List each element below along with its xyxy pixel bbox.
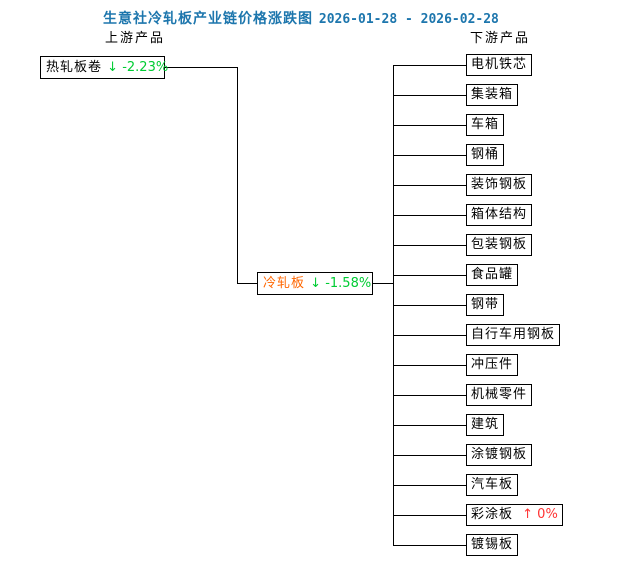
- connector-downstream-line: [393, 335, 466, 336]
- node-downstream-product[interactable]: 包装钢板: [466, 234, 533, 256]
- node-downstream-product[interactable]: 装饰钢板: [466, 174, 533, 196]
- node-label: 镀锡板: [471, 537, 514, 552]
- node-label: 箱体结构: [471, 207, 528, 222]
- connector-downstream-line: [393, 485, 466, 486]
- node-label: 机械零件: [471, 387, 528, 402]
- node-label: 自行车用钢板: [471, 327, 556, 342]
- downstream-column-label: 下游产品: [470, 31, 531, 46]
- connector-downstream-line: [393, 305, 466, 306]
- connector-upstream-drop-line: [237, 67, 238, 283]
- node-downstream-product[interactable]: 集装箱: [466, 84, 519, 106]
- node-downstream-product[interactable]: 电机铁芯: [466, 54, 533, 76]
- connector-downstream-line: [393, 65, 466, 66]
- connector-downstream-line: [393, 215, 466, 216]
- connector-center-left-line: [237, 283, 257, 284]
- connector-downstream-line: [393, 545, 466, 546]
- node-upstream-product[interactable]: 热轧板卷 ↓ -2.23%: [40, 56, 169, 79]
- node-downstream-product[interactable]: 建筑: [466, 414, 505, 436]
- connector-downstream-line: [393, 365, 466, 366]
- connector-downstream-line: [393, 95, 466, 96]
- connector-center-right-line: [373, 283, 393, 284]
- connector-downstream-line: [393, 275, 466, 276]
- connector-downstream-line: [393, 395, 466, 396]
- node-label: 电机铁芯: [471, 57, 528, 72]
- node-downstream-product[interactable]: 镀锡板: [466, 534, 519, 556]
- connector-downstream-line: [393, 455, 466, 456]
- connector-upstream-line: [165, 67, 237, 68]
- node-downstream-product[interactable]: 自行车用钢板: [466, 324, 561, 346]
- node-label: 车箱: [471, 117, 500, 132]
- node-center-product[interactable]: 冷轧板 ↓ -1.58%: [257, 272, 373, 295]
- node-label: 冲压件: [471, 357, 514, 372]
- node-downstream-product[interactable]: 车箱: [466, 114, 505, 136]
- connector-downstream-line: [393, 245, 466, 246]
- connector-downstream-line: [393, 155, 466, 156]
- node-label: 装饰钢板: [471, 177, 528, 192]
- node-downstream-product[interactable]: 彩涂板 ↑ 0%: [466, 504, 563, 526]
- price-change-up: ↑ 0%: [522, 507, 558, 522]
- node-label: 热轧板卷: [46, 60, 103, 75]
- chart-title-text: 生意社冷轧板产业链价格涨跌图: [103, 11, 313, 27]
- price-change-down: ↓ -2.23%: [107, 60, 169, 75]
- node-downstream-product[interactable]: 箱体结构: [466, 204, 533, 226]
- node-label: 包装钢板: [471, 237, 528, 252]
- node-downstream-product[interactable]: 汽车板: [466, 474, 519, 496]
- node-downstream-product[interactable]: 食品罐: [466, 264, 519, 286]
- node-label: 钢桶: [471, 147, 500, 162]
- connector-downstream-line: [393, 515, 466, 516]
- node-downstream-product[interactable]: 涂镀钢板: [466, 444, 533, 466]
- node-label: 彩涂板: [471, 507, 514, 522]
- node-label: 钢带: [471, 297, 500, 312]
- upstream-column-label: 上游产品: [105, 31, 166, 46]
- node-downstream-product[interactable]: 钢桶: [466, 144, 505, 166]
- node-label: 食品罐: [471, 267, 514, 282]
- node-label: 汽车板: [471, 477, 514, 492]
- price-change-down: ↓ -1.58%: [310, 276, 372, 291]
- node-label: 冷轧板: [263, 276, 306, 291]
- chart-title: 生意社冷轧板产业链价格涨跌图 2026-01-28 - 2026-02-28: [103, 8, 499, 28]
- node-label: 集装箱: [471, 87, 514, 102]
- node-label: 建筑: [471, 417, 500, 432]
- node-downstream-product[interactable]: 机械零件: [466, 384, 533, 406]
- chart-date-range: 2026-01-28 - 2026-02-28: [318, 12, 499, 27]
- node-downstream-product[interactable]: 冲压件: [466, 354, 519, 376]
- connector-downstream-line: [393, 425, 466, 426]
- connector-downstream-line: [393, 185, 466, 186]
- node-label: 涂镀钢板: [471, 447, 528, 462]
- connector-downstream-line: [393, 125, 466, 126]
- node-downstream-product[interactable]: 钢带: [466, 294, 505, 316]
